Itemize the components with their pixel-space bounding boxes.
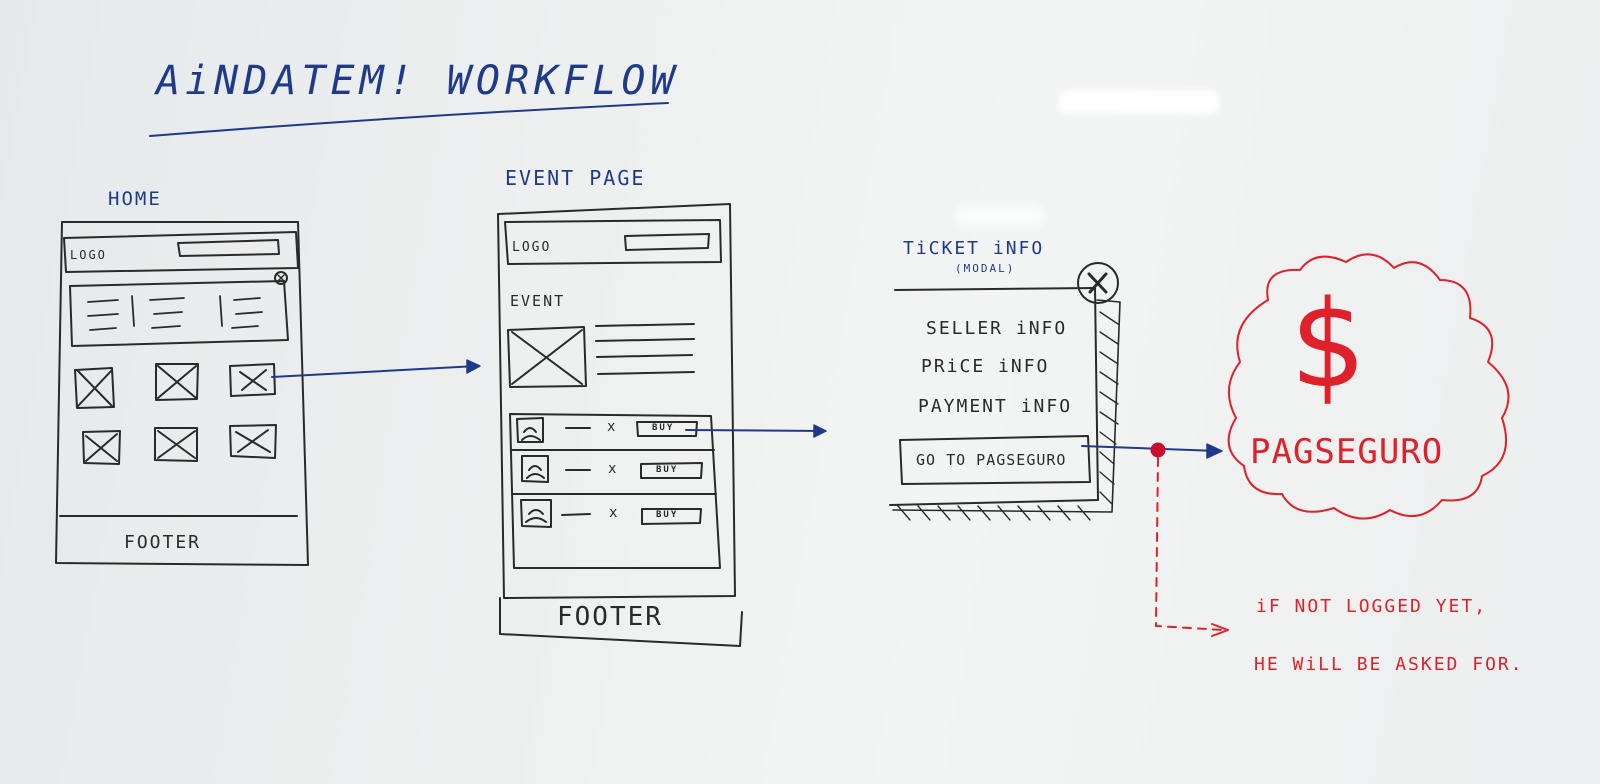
modal-frame bbox=[889, 287, 1099, 506]
home-frame bbox=[55, 221, 309, 566]
login-note-line-2: HE WiLL BE ASKED FOR. bbox=[1254, 654, 1524, 675]
home-search-bar bbox=[177, 239, 280, 257]
seller-info-label: SELLER iNFO bbox=[926, 318, 1068, 339]
ticket-info-subheading: (MODAL) bbox=[955, 262, 1016, 275]
ticket-info-modal bbox=[889, 262, 1121, 521]
avatar-icon bbox=[516, 417, 544, 443]
avatar-icon bbox=[521, 455, 549, 483]
event-search-bar bbox=[624, 233, 710, 251]
dollar-sign: $ bbox=[1290, 276, 1367, 415]
avatar-icon bbox=[520, 499, 552, 528]
home-header-bar bbox=[63, 231, 299, 273]
login-note-line-1: iF NOT LOGGED YET, bbox=[1256, 596, 1488, 617]
title-underline bbox=[149, 102, 669, 137]
buy-button bbox=[640, 462, 703, 479]
buy-button bbox=[641, 508, 702, 525]
page-title: AiNDATEM! WORKFLOW bbox=[156, 58, 680, 104]
go-to-pagseguro-label: GO TO PAGSEGURO bbox=[916, 451, 1067, 469]
ticket-row-x: x bbox=[607, 419, 618, 435]
ticket-row bbox=[520, 499, 702, 528]
home-heading: HOME bbox=[108, 188, 162, 210]
home-banner bbox=[69, 280, 289, 347]
home-banner-lines bbox=[87, 295, 263, 331]
event-bottom-area bbox=[499, 597, 743, 647]
event-header-bar bbox=[504, 219, 722, 265]
close-icon bbox=[274, 271, 288, 285]
event-footer-label: FOOTER bbox=[557, 602, 663, 632]
home-wireframe bbox=[55, 221, 309, 566]
home-footer-label: FOOTER bbox=[124, 532, 202, 553]
event-page-heading: EVENT PAGE bbox=[505, 166, 646, 190]
buy-label: BUY bbox=[652, 423, 675, 433]
ticket-row bbox=[521, 455, 703, 483]
event-label: EVENT bbox=[510, 292, 566, 310]
event-logo-label: LOGO bbox=[512, 240, 552, 255]
dashed-arrow bbox=[1155, 457, 1225, 631]
ticket-row-x: x bbox=[609, 505, 620, 521]
ticket-row bbox=[516, 417, 698, 443]
home-thumbnails bbox=[74, 363, 277, 465]
branch-dot bbox=[1150, 442, 1166, 458]
go-to-pagseguro-button bbox=[899, 435, 1091, 485]
arrow-event-to-modal bbox=[685, 429, 825, 432]
home-logo-label: LOGO bbox=[70, 248, 107, 262]
close-icon bbox=[1077, 262, 1119, 304]
modal-shadow-hatch-lines bbox=[897, 311, 1119, 521]
event-text-lines bbox=[595, 323, 695, 375]
price-info-label: PRiCE iNFO bbox=[921, 356, 1050, 377]
ticket-row-x: x bbox=[608, 461, 619, 477]
arrow-home-to-event bbox=[271, 365, 478, 378]
payment-info-label: PAYMENT iNFO bbox=[918, 396, 1073, 417]
pagseguro-cloud bbox=[1227, 253, 1510, 520]
whiteboard-glare bbox=[955, 205, 1045, 227]
event-page-wireframe bbox=[497, 203, 743, 647]
event-image-placeholder bbox=[507, 326, 587, 388]
pagseguro-label: PAGSEGURO bbox=[1250, 432, 1444, 472]
buy-label: BUY bbox=[656, 465, 679, 475]
whiteboard-glare bbox=[1058, 90, 1220, 114]
arrow-modal-to-pagseguro bbox=[1081, 445, 1219, 452]
buy-button bbox=[636, 421, 698, 437]
buy-label: BUY bbox=[656, 510, 679, 520]
ticket-list-box bbox=[509, 413, 721, 569]
ticket-info-heading: TiCKET iNFO bbox=[903, 238, 1045, 259]
event-frame bbox=[497, 203, 736, 599]
